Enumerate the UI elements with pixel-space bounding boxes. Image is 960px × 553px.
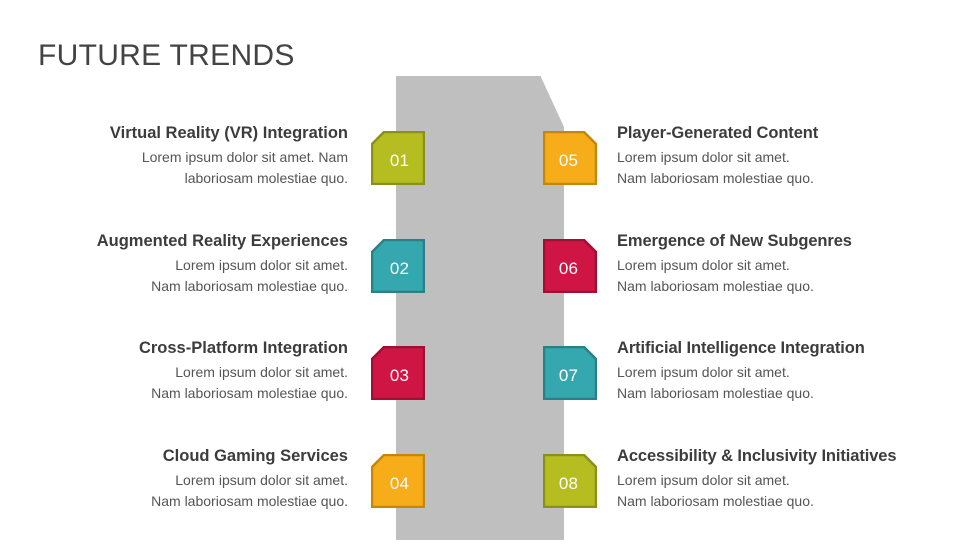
- badge-number-label: 01: [389, 150, 410, 170]
- item-description-line2: Nam laboriosam molestiae quo.: [151, 385, 348, 401]
- number-badge-07[interactable]: 07: [543, 346, 597, 400]
- badge-chamfer-right-shape: [543, 131, 597, 185]
- badge-number-label: 04: [389, 473, 410, 493]
- item-title: Augmented Reality Experiences: [96, 232, 348, 250]
- number-badge-05[interactable]: 05: [543, 131, 597, 185]
- badge-chamfer-right-shape: [543, 454, 597, 508]
- item-description-line2: laboriosam molestiae quo.: [184, 170, 348, 186]
- slide-canvas: FUTURE TRENDS Virtual Reality (VR) Integ…: [0, 39, 960, 540]
- number-badge-01[interactable]: 01: [371, 131, 425, 185]
- timeline-row: Cloud Gaming Services Lorem ipsum dolor …: [0, 445, 960, 553]
- item-text-left: Cross-Platform Integration Lorem ipsum d…: [38, 337, 348, 404]
- item-description-line2: Nam laboriosam molestiae quo.: [617, 385, 814, 401]
- item-title: Cross-Platform Integration: [138, 339, 348, 357]
- badge-chamfer-right-shape: [543, 239, 597, 293]
- number-badge-04[interactable]: 04: [371, 454, 425, 508]
- item-description-line2: Nam laboriosam molestiae quo.: [151, 278, 348, 294]
- badge-chamfer-right-shape: [543, 346, 597, 400]
- item-title: Virtual Reality (VR) Integration: [109, 124, 348, 142]
- badge-number-label: 03: [389, 365, 410, 385]
- item-title: Artificial Intelligence Integration: [617, 339, 865, 357]
- item-description-line2: Nam laboriosam molestiae quo.: [151, 493, 348, 509]
- timeline-row: Augmented Reality Experiences Lorem ipsu…: [0, 230, 960, 338]
- item-description-line1: Lorem ipsum dolor sit amet.: [175, 257, 348, 273]
- item-title: Emergence of New Subgenres: [617, 232, 852, 250]
- timeline-row: Cross-Platform Integration Lorem ipsum d…: [0, 337, 960, 445]
- item-description-line1: Lorem ipsum dolor sit amet.: [175, 472, 348, 488]
- item-text-left: Cloud Gaming Services Lorem ipsum dolor …: [38, 445, 348, 512]
- item-description-line2: Nam laboriosam molestiae quo.: [617, 170, 814, 186]
- number-badge-06[interactable]: 06: [543, 239, 597, 293]
- item-description-line1: Lorem ipsum dolor sit amet.: [617, 364, 790, 380]
- badge-chamfer-left-shape: [371, 346, 425, 400]
- item-description-line2: Nam laboriosam molestiae quo.: [617, 493, 814, 509]
- item-description-line1: Lorem ipsum dolor sit amet. Nam: [141, 149, 348, 165]
- number-badge-08[interactable]: 08: [543, 454, 597, 508]
- item-description-line1: Lorem ipsum dolor sit amet.: [617, 472, 790, 488]
- badge-chamfer-left-shape: [371, 454, 425, 508]
- item-text-right: Artificial Intelligence Integration Lore…: [617, 337, 927, 404]
- badge-chamfer-left-shape: [371, 239, 425, 293]
- item-text-right: Player-Generated Content Lorem ipsum dol…: [617, 122, 927, 189]
- item-text-left: Virtual Reality (VR) Integration Lorem i…: [38, 122, 348, 189]
- page-title: FUTURE TRENDS: [38, 39, 295, 73]
- badge-chamfer-left-shape: [371, 131, 425, 185]
- item-text-left: Augmented Reality Experiences Lorem ipsu…: [38, 230, 348, 297]
- item-description-line1: Lorem ipsum dolor sit amet.: [175, 364, 348, 380]
- item-title: Player-Generated Content: [617, 124, 819, 142]
- item-text-right: Accessibility & Inclusivity Initiatives …: [617, 445, 927, 512]
- item-description-line1: Lorem ipsum dolor sit amet.: [617, 149, 790, 165]
- number-badge-02[interactable]: 02: [371, 239, 425, 293]
- number-badge-03[interactable]: 03: [371, 346, 425, 400]
- badge-number-label: 06: [558, 258, 579, 278]
- badge-number-label: 02: [389, 258, 410, 278]
- badge-number-label: 05: [558, 150, 579, 170]
- item-description-line2: Nam laboriosam molestiae quo.: [617, 278, 814, 294]
- badge-number-label: 08: [558, 473, 579, 493]
- item-title: Cloud Gaming Services: [162, 447, 348, 465]
- item-text-right: Emergence of New Subgenres Lorem ipsum d…: [617, 230, 927, 297]
- items-container: Virtual Reality (VR) Integration Lorem i…: [0, 122, 960, 509]
- item-title: Accessibility & Inclusivity Initiatives: [617, 447, 897, 465]
- item-description-line1: Lorem ipsum dolor sit amet.: [617, 257, 790, 273]
- badge-number-label: 07: [558, 365, 579, 385]
- timeline-row: Virtual Reality (VR) Integration Lorem i…: [0, 122, 960, 230]
